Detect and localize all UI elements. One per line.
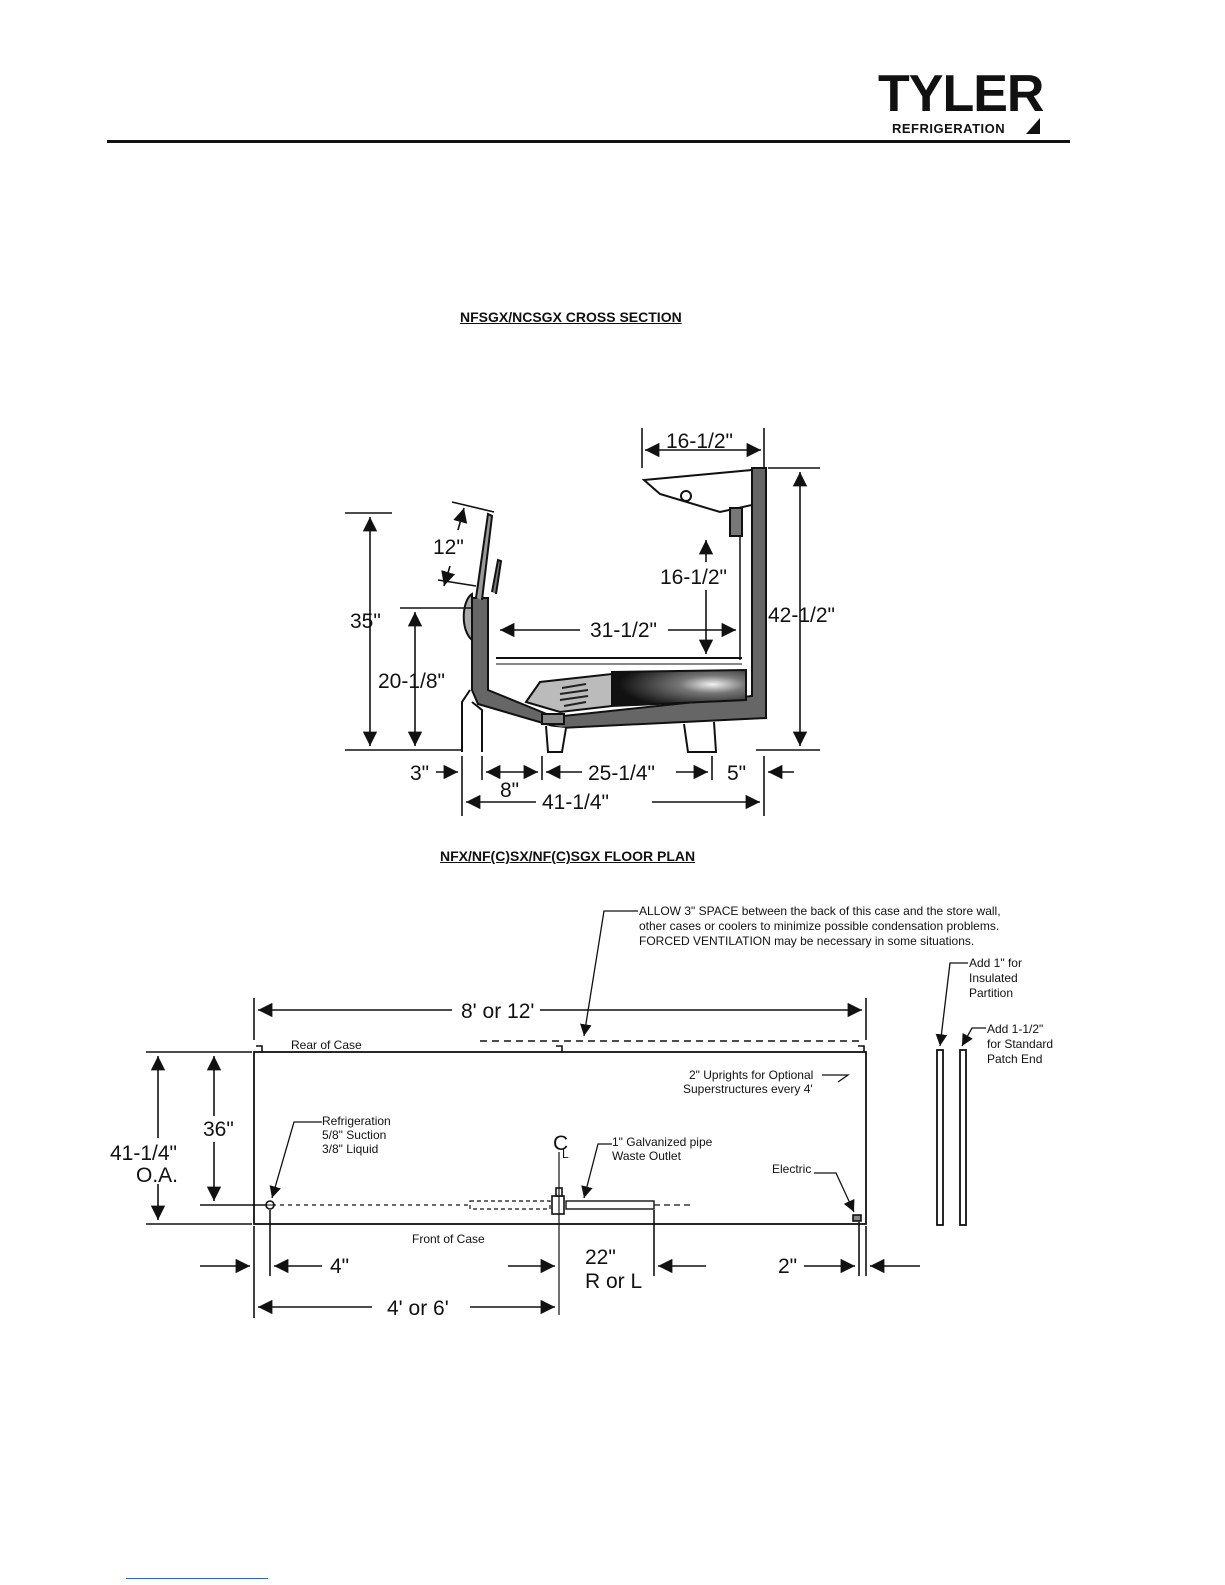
refrigeration-line-2: 5/8" Suction: [322, 1128, 386, 1142]
dim-overall-depth-oa: O.A.: [136, 1164, 178, 1187]
front-leg: [545, 725, 567, 753]
front-glass: [475, 512, 494, 601]
insulated-line-3: Partition: [969, 986, 1013, 1000]
logo-subtitle: REFRIGERATION: [892, 121, 1006, 136]
patch-end-line-2: for Standard: [987, 1037, 1053, 1051]
dim-deck: 25-1/4": [588, 762, 655, 785]
glass-support: [491, 558, 503, 595]
floor-plan-title: NFX/NF(C)SX/NF(C)SGX FLOOR PLAN: [440, 848, 696, 864]
logo-wordmark: TYLER: [878, 65, 1044, 123]
rear-leg: [683, 721, 718, 753]
electric-box: [852, 1214, 862, 1222]
cross-section-drawing: [461, 467, 767, 753]
case-outline: [253, 1051, 867, 1225]
cross-section-labels: 16-1/2" 12" 16-1/2" 35" 42-1/2" 31-1/2" …: [350, 430, 835, 814]
canopy-light: [680, 490, 692, 502]
dim-length: 8' or 12': [461, 1000, 534, 1023]
waste-line-2: Waste Outlet: [612, 1149, 682, 1163]
waste-line-1: 1" Galvanized pipe: [612, 1135, 713, 1149]
dim-overall-depth: 41-1/4": [542, 791, 609, 814]
dim-front-height: 20-1/8": [378, 670, 445, 693]
dim-4in: 4": [330, 1255, 349, 1278]
dim-overall-depth-plan: 41-1/4": [110, 1142, 177, 1165]
tyler-logo: TYLER REFRIGERATION: [878, 68, 1068, 140]
floor-plan-leaders: [269, 910, 986, 1213]
header-rule: [107, 140, 1070, 143]
insulated-line-2: Insulated: [969, 971, 1018, 985]
dim-deck-front: 8": [500, 779, 519, 802]
case-body: [471, 467, 767, 730]
insulated-line-1: Add 1" for: [969, 956, 1022, 970]
dim-22-r-or-l: R or L: [585, 1270, 642, 1293]
centerline-c: C: [553, 1132, 568, 1155]
logo-wedge-icon: [1026, 118, 1040, 134]
dim-depth-36: 36": [203, 1118, 234, 1141]
clearance-note-line-2: other cases or coolers to minimize possi…: [639, 919, 999, 933]
dim-depth-inner: 31-1/2": [590, 619, 657, 642]
top-canopy: [641, 468, 753, 514]
dim-22: 22": [585, 1246, 616, 1269]
floor-plan-dimensions: [146, 998, 920, 1318]
centerline-l: L: [562, 1147, 569, 1161]
uprights-line-2: Superstructures every 4': [683, 1082, 813, 1096]
drain-fitting: [541, 713, 565, 725]
evaporator-coil: [611, 668, 747, 708]
dim-2in: 2": [778, 1255, 797, 1278]
floor-plan-drawing: [253, 1040, 967, 1315]
clearance-note-line-3: FORCED VENTILATION may be necessary in s…: [639, 934, 974, 948]
cross-section-title: NFSGX/NCSGX CROSS SECTION: [460, 309, 682, 325]
patch-end-line-1: Add 1-1/2": [987, 1022, 1043, 1036]
refrigeration-line-1: Refrigeration: [322, 1114, 391, 1128]
front-kick: [461, 689, 483, 752]
uprights-line-1: 2" Uprights for Optional: [689, 1068, 813, 1082]
refrigeration-line-3: 3/8" Liquid: [322, 1142, 378, 1156]
footer-link-underline: [126, 1578, 268, 1579]
rear-of-case-label: Rear of Case: [291, 1038, 362, 1052]
cross-section-dimensions: [345, 428, 820, 816]
dim-front-offset: 3": [410, 762, 429, 785]
dim-4-or-6: 4' or 6': [387, 1297, 449, 1320]
dim-top-width: 16-1/2": [666, 430, 733, 453]
patch-end-line-3: Patch End: [987, 1052, 1042, 1066]
dim-rear: 5": [727, 762, 746, 785]
electric-label: Electric: [772, 1162, 811, 1176]
waste-pipe: [565, 1200, 655, 1210]
shelf-bracket: [729, 507, 743, 537]
dim-shelf-height: 16-1/2": [660, 566, 727, 589]
clearance-note-line-1: ALLOW 3" SPACE between the back of this …: [639, 904, 1001, 918]
dim-overall-height: 35": [350, 610, 381, 633]
front-of-case-label: Front of Case: [412, 1232, 485, 1246]
front-bumper: [462, 592, 473, 643]
floor-plan-labels: ALLOW 3" SPACE between the back of this …: [110, 904, 1053, 1320]
dim-case-height: 42-1/2": [768, 604, 835, 627]
patch-end: [959, 1049, 967, 1226]
dim-glass: 12": [433, 536, 464, 559]
insulated-partition: [936, 1049, 944, 1226]
